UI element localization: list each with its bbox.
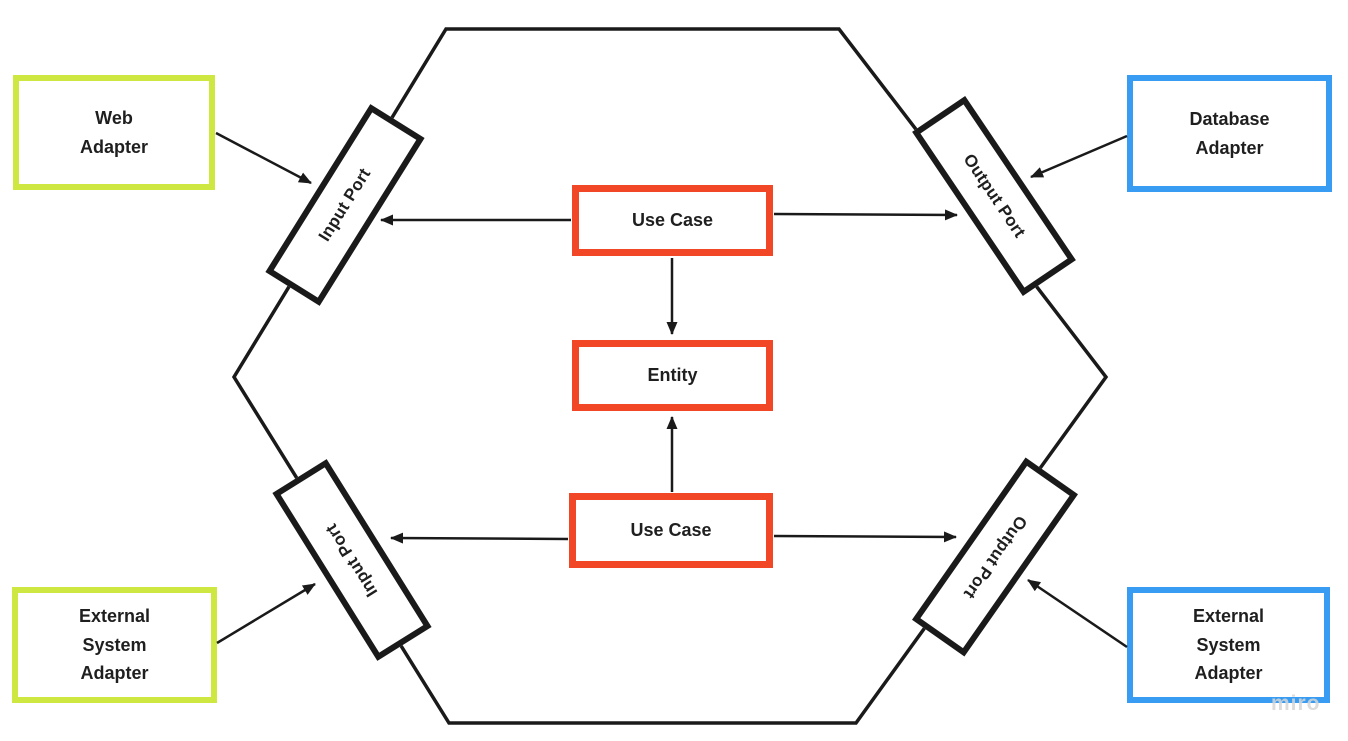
use-case-bottom-label: Use Case (630, 520, 712, 540)
use-case-top-label: Use Case (631, 210, 714, 230)
use-case-bottom-box[interactable]: Use Case (569, 493, 773, 568)
output-port-bottom[interactable]: Output Port (912, 457, 1078, 657)
arrow-web-adapter-to-input-port (215, 131, 312, 185)
output-port-bottom-label: Output Port (959, 512, 1031, 603)
output-port-top-label: Output Port (959, 150, 1030, 242)
miro-watermark: miro (1271, 692, 1321, 715)
arrow-database-adapter-to-output-port (1030, 134, 1128, 179)
arrow-esa-left-to-input-port (216, 582, 316, 645)
database-adapter-box[interactable]: Database Adapter (1127, 75, 1332, 192)
entity-label: Entity (647, 365, 698, 385)
arrow-use-case-bottom-to-output-port (773, 531, 957, 543)
external-system-adapter-right-box[interactable]: External System Adapter (1127, 587, 1330, 703)
input-port-bottom[interactable]: Input Port (272, 459, 432, 661)
entity-box[interactable]: Entity (572, 340, 773, 411)
arrow-use-case-top-to-output-port (773, 209, 958, 221)
external-system-adapter-right-label: External System Adapter (1192, 605, 1265, 684)
arrow-esa-right-to-output-port (1027, 578, 1128, 649)
input-port-top-label: Input Port (314, 164, 375, 245)
input-port-top[interactable]: Input Port (265, 104, 425, 306)
external-system-adapter-left-label: External System Adapter (78, 605, 151, 684)
output-port-top[interactable]: Output Port (912, 96, 1076, 296)
web-adapter-label: Web Adapter (79, 107, 148, 157)
arrow-use-case-bottom-to-input-port (390, 532, 569, 544)
external-system-adapter-left-box[interactable]: External System Adapter (12, 587, 217, 703)
use-case-top-box[interactable]: Use Case (572, 185, 773, 256)
database-adapter-label: Database Adapter (1189, 108, 1270, 158)
web-adapter-box[interactable]: Web Adapter (13, 75, 215, 190)
input-port-bottom-label: Input Port (321, 520, 382, 601)
